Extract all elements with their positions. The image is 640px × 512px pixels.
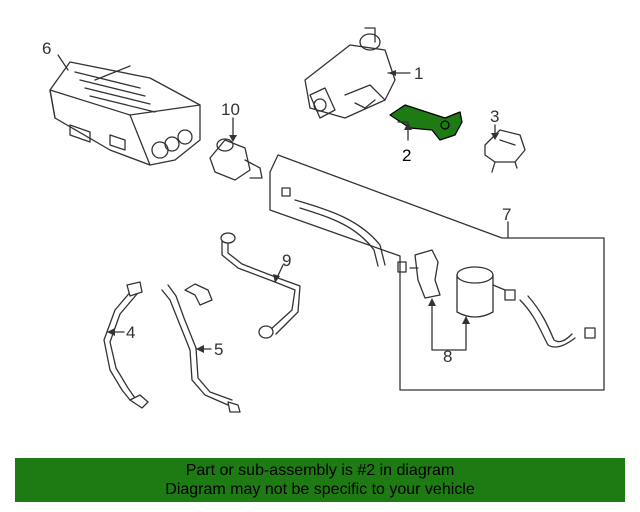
callout-3: 3: [490, 107, 499, 126]
purge-solenoid-part[interactable]: [304, 27, 396, 119]
sensor-bracket-part[interactable]: [484, 129, 526, 173]
info-banner: Part or sub-assembly is #2 in diagram Di…: [15, 458, 625, 502]
callout-9: 9: [282, 251, 291, 270]
callout-7: 7: [502, 205, 511, 224]
charcoal-canister-part[interactable]: [49, 61, 201, 166]
callout-8: 8: [443, 347, 452, 366]
vapor-hose-part[interactable]: [281, 187, 407, 273]
hose-assembly-outline: [269, 154, 605, 391]
sensor-part-10[interactable]: [209, 138, 263, 181]
callout-6: 6: [42, 39, 51, 58]
oxygen-sensor-part-5[interactable]: [161, 283, 241, 413]
parts-diagram: 6 1 2 3 10 7 9 8 4 5: [42, 27, 605, 413]
callout-2: 2: [402, 146, 411, 165]
callout-5: 5: [214, 340, 223, 359]
oxygen-sensor-part-4[interactable]: [103, 281, 149, 409]
banner-line-disclaimer: Diagram may not be specific to your vehi…: [165, 481, 475, 498]
callout-1: 1: [414, 64, 423, 83]
banner-line-part: Part or sub-assembly is #2 in diagram: [185, 462, 455, 479]
callout-10: 10: [221, 100, 240, 119]
bracket-part-highlighted[interactable]: [389, 104, 463, 141]
filter-part[interactable]: [409, 249, 506, 318]
callout-4: 4: [126, 323, 135, 342]
return-pipe-part[interactable]: [504, 289, 596, 348]
leader-arrowheads: [107, 70, 499, 353]
vacuum-pipe-part-9[interactable]: [220, 232, 301, 339]
